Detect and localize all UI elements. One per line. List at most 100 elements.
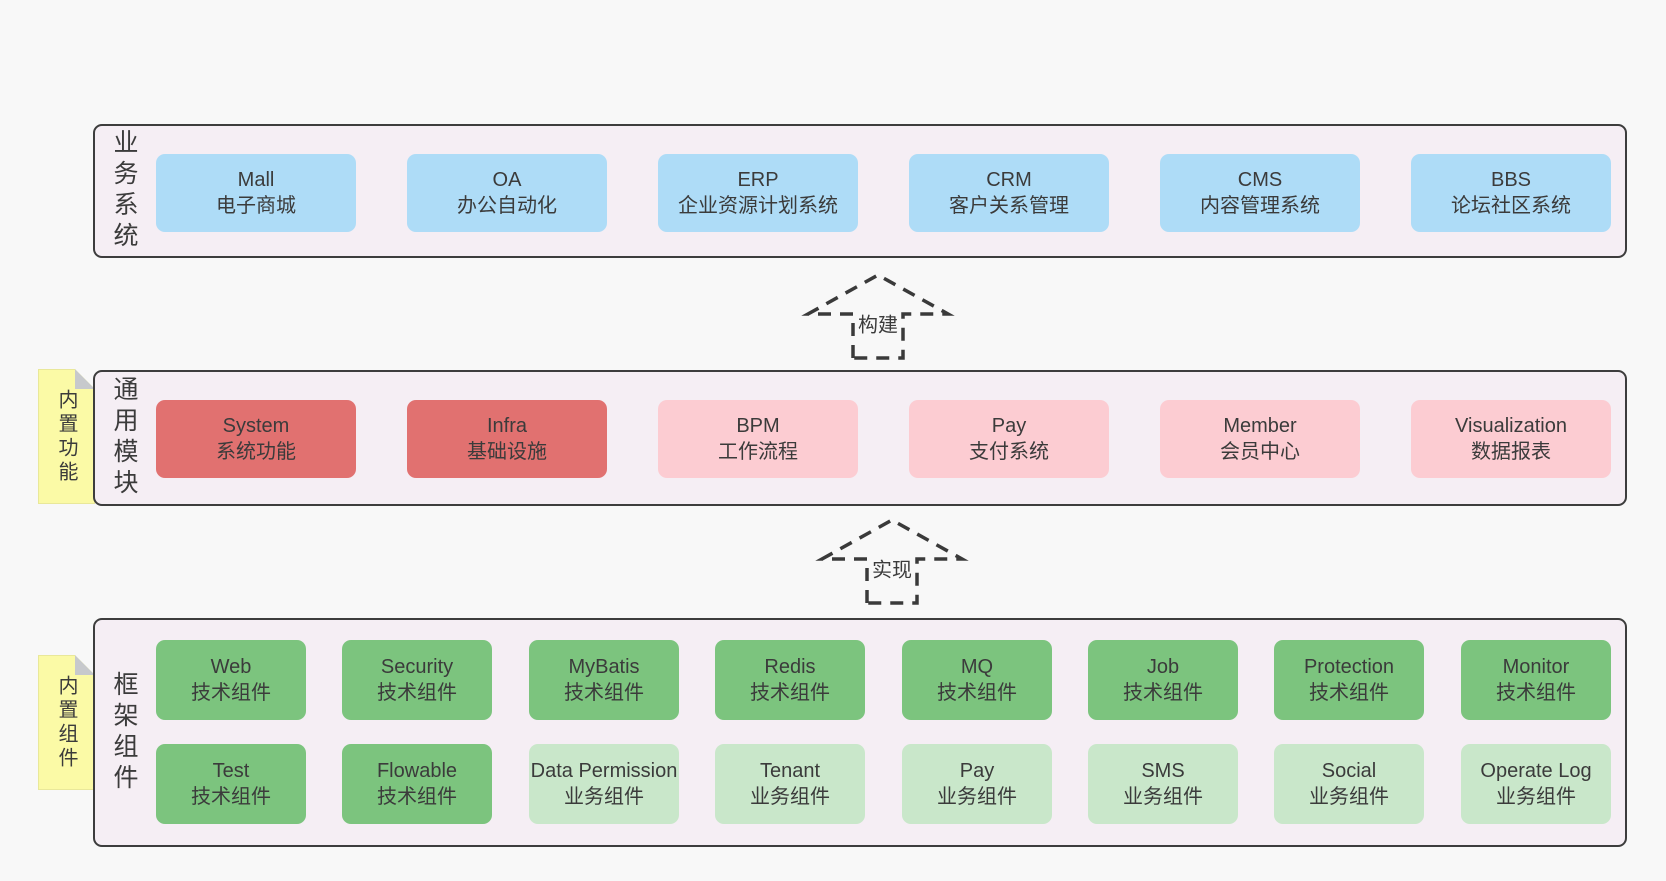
box-title: System: [222, 414, 290, 437]
box-title: Web: [210, 655, 252, 678]
box-subtitle: 系统功能: [216, 441, 296, 463]
arrow-implement: 实现: [812, 511, 972, 611]
box-subtitle: 论坛社区系统: [1451, 195, 1571, 217]
box-title: Infra: [486, 414, 528, 437]
box-title: Social: [1321, 759, 1377, 782]
box-subtitle: 支付系统: [969, 441, 1049, 463]
box-title: BBS: [1490, 168, 1532, 191]
layer-modules-label: 通用模块: [110, 376, 138, 500]
box-subtitle: 数据报表: [1471, 441, 1551, 463]
box-subtitle: 企业资源计划系统: [678, 195, 838, 217]
box-title: ERP: [737, 168, 779, 191]
box-infra: Infra 基础设施: [407, 400, 607, 478]
box-subtitle: 技术组件: [750, 682, 830, 704]
box-sms: SMS 业务组件: [1088, 744, 1238, 824]
box-title: Pay: [991, 414, 1027, 437]
box-title: Security: [380, 655, 454, 678]
box-title: Tenant: [759, 759, 821, 782]
box-subtitle: 技术组件: [564, 682, 644, 704]
sticky-note-built-in-features: 内置功能: [38, 369, 95, 504]
box-erp: ERP 企业资源计划系统: [658, 154, 858, 232]
box-subtitle: 技术组件: [1123, 682, 1203, 704]
arrow-build-label: 构建: [855, 307, 901, 339]
box-data-permission: Data Permission 业务组件: [529, 744, 679, 824]
box-title: Visualization: [1455, 414, 1567, 437]
box-subtitle: 业务组件: [564, 786, 644, 808]
box-redis: Redis 技术组件: [715, 640, 865, 720]
box-title: Test: [212, 759, 250, 782]
box-title: Pay: [959, 759, 995, 782]
layer-common-modules: 通用模块 System 系统功能 Infra 基础设施 BPM 工作流程 Pay…: [93, 370, 1627, 506]
box-mall: Mall 电子商城: [156, 154, 356, 232]
box-subtitle: 办公自动化: [457, 195, 557, 217]
box-subtitle: 基础设施: [467, 441, 547, 463]
box-mybatis: MyBatis 技术组件: [529, 640, 679, 720]
layer-framework-components: 框架组件 Web 技术组件 Security 技术组件 MyBatis 技术组件…: [93, 618, 1627, 847]
box-title: SMS: [1141, 759, 1185, 782]
box-protection: Protection 技术组件: [1274, 640, 1424, 720]
box-subtitle: 业务组件: [1123, 786, 1203, 808]
note-label: 内置功能: [55, 388, 77, 485]
box-subtitle: 技术组件: [377, 786, 457, 808]
box-title: CRM: [986, 168, 1032, 191]
box-title: Redis: [764, 655, 816, 678]
box-title: Monitor: [1502, 655, 1570, 678]
box-web: Web 技术组件: [156, 640, 306, 720]
box-monitor: Monitor 技术组件: [1461, 640, 1611, 720]
layer-components-label: 框架组件: [110, 670, 138, 795]
layer-business-label: 业务系统: [110, 129, 138, 253]
box-subtitle: 技术组件: [937, 682, 1017, 704]
sticky-note-built-in-components: 内置组件: [38, 655, 95, 790]
box-subtitle: 工作流程: [718, 441, 798, 463]
arrow-up-dashed-icon: [801, 272, 955, 360]
box-mq: MQ 技术组件: [902, 640, 1052, 720]
box-member: Member 会员中心: [1160, 400, 1360, 478]
box-title: Protection: [1303, 655, 1395, 678]
box-title: CMS: [1237, 168, 1283, 191]
note-label: 内置组件: [55, 674, 77, 771]
box-title: MyBatis: [568, 655, 640, 678]
box-title: MQ: [960, 655, 994, 678]
box-subtitle: 技术组件: [191, 786, 271, 808]
box-subtitle: 技术组件: [191, 682, 271, 704]
arrow-up-dashed-icon: [815, 517, 969, 605]
box-security: Security 技术组件: [342, 640, 492, 720]
box-subtitle: 业务组件: [937, 786, 1017, 808]
box-test: Test 技术组件: [156, 744, 306, 824]
box-title: Operate Log: [1480, 759, 1592, 782]
box-subtitle: 内容管理系统: [1200, 195, 1320, 217]
box-bbs: BBS 论坛社区系统: [1411, 154, 1611, 232]
box-cms: CMS 内容管理系统: [1160, 154, 1360, 232]
box-subtitle: 业务组件: [1309, 786, 1389, 808]
box-operate-log: Operate Log 业务组件: [1461, 744, 1611, 824]
box-title: BPM: [736, 414, 780, 437]
box-title: Mall: [237, 168, 275, 191]
box-pay-biz: Pay 业务组件: [902, 744, 1052, 824]
layer-business-systems: 业务系统 Mall 电子商城 OA 办公自动化 ERP 企业资源计划系统 CRM…: [93, 124, 1627, 258]
box-pay: Pay 支付系统: [909, 400, 1109, 478]
box-tenant: Tenant 业务组件: [715, 744, 865, 824]
box-title: Member: [1223, 414, 1297, 437]
box-social: Social 业务组件: [1274, 744, 1424, 824]
box-title: Flowable: [376, 759, 458, 782]
box-visualization: Visualization 数据报表: [1411, 400, 1611, 478]
box-subtitle: 电子商城: [216, 195, 296, 217]
box-bpm: BPM 工作流程: [658, 400, 858, 478]
box-subtitle: 技术组件: [1496, 682, 1576, 704]
box-subtitle: 业务组件: [750, 786, 830, 808]
box-system: System 系统功能: [156, 400, 356, 478]
box-title: Data Permission: [530, 759, 678, 782]
box-crm: CRM 客户关系管理: [909, 154, 1109, 232]
box-subtitle: 客户关系管理: [949, 195, 1069, 217]
box-job: Job 技术组件: [1088, 640, 1238, 720]
box-flowable: Flowable 技术组件: [342, 744, 492, 824]
box-title: OA: [492, 168, 522, 191]
box-subtitle: 会员中心: [1220, 441, 1300, 463]
box-subtitle: 技术组件: [377, 682, 457, 704]
arrow-implement-label: 实现: [869, 552, 915, 584]
box-subtitle: 业务组件: [1496, 786, 1576, 808]
box-subtitle: 技术组件: [1309, 682, 1389, 704]
arrow-build: 构建: [798, 266, 958, 366]
box-title: Job: [1146, 655, 1180, 678]
